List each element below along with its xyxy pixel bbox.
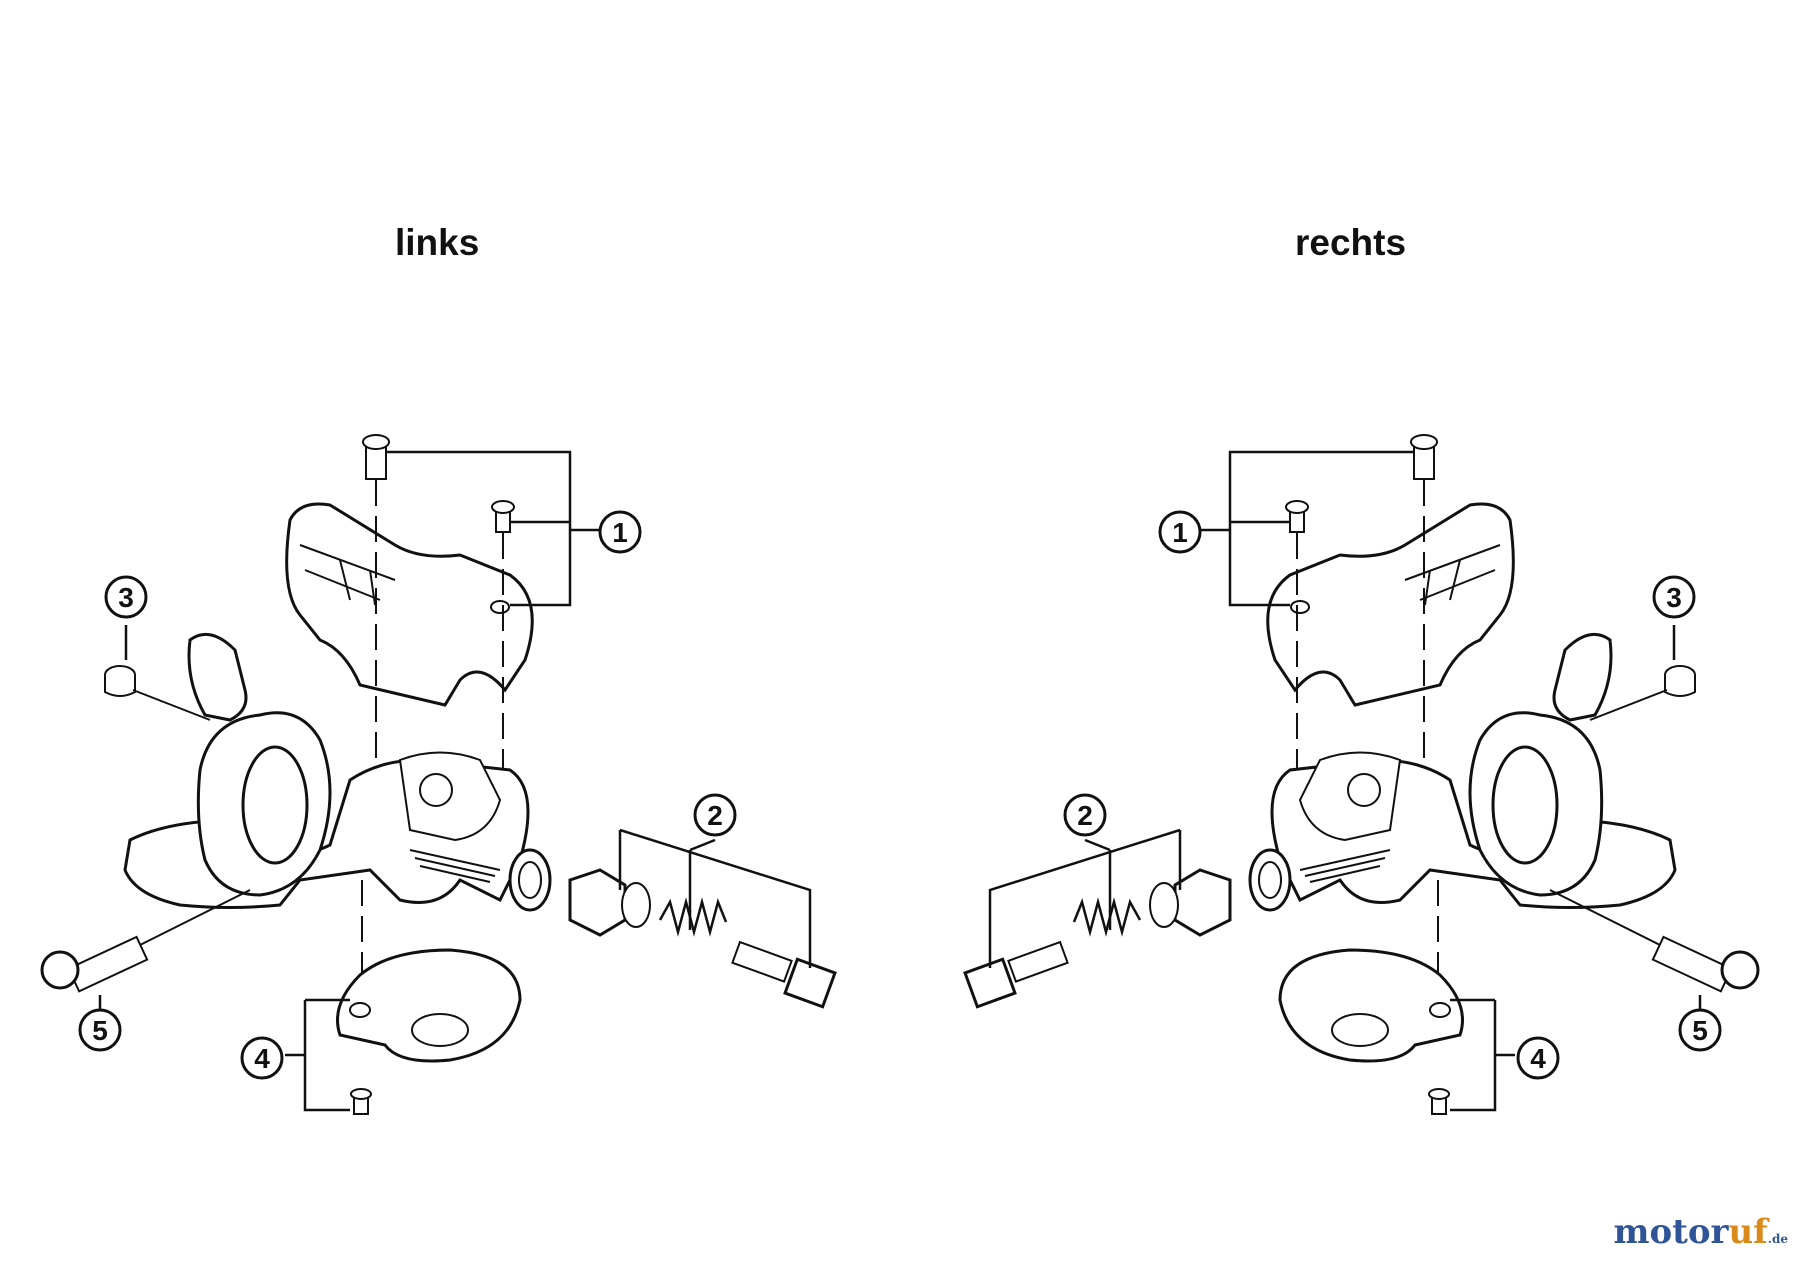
svg-text:2: 2 xyxy=(707,800,723,831)
callout-right-5: 5 xyxy=(1678,1008,1722,1052)
svg-text:3: 3 xyxy=(1666,582,1682,613)
watermark-logo: motoruf.de xyxy=(1613,1212,1788,1252)
svg-text:1: 1 xyxy=(612,517,628,548)
callout-left-4: 4 xyxy=(240,1036,284,1080)
svg-text:5: 5 xyxy=(1692,1015,1708,1046)
right-callouts: 1 2 3 4 5 xyxy=(1063,510,1722,1080)
callout-right-2: 2 xyxy=(1063,793,1107,837)
callout-left-2: 2 xyxy=(693,793,737,837)
svg-text:2: 2 xyxy=(1077,800,1093,831)
left-shifter-group: 1 2 3 4 5 xyxy=(40,433,837,1116)
title-right: rechts xyxy=(1295,222,1407,263)
svg-text:4: 4 xyxy=(254,1043,270,1074)
callout-right-4: 4 xyxy=(1516,1036,1560,1080)
title-left: links xyxy=(395,222,480,263)
svg-text:5: 5 xyxy=(92,1015,108,1046)
svg-text:3: 3 xyxy=(118,582,134,613)
callout-right-3: 3 xyxy=(1652,575,1696,619)
callout-left-3: 3 xyxy=(104,575,148,619)
callout-left-1: 1 xyxy=(598,510,642,554)
right-shifter-group xyxy=(963,433,1760,1116)
svg-text:4: 4 xyxy=(1530,1043,1546,1074)
callout-right-1: 1 xyxy=(1158,510,1202,554)
svg-text:1: 1 xyxy=(1172,517,1188,548)
callout-left-5: 5 xyxy=(78,1008,122,1052)
